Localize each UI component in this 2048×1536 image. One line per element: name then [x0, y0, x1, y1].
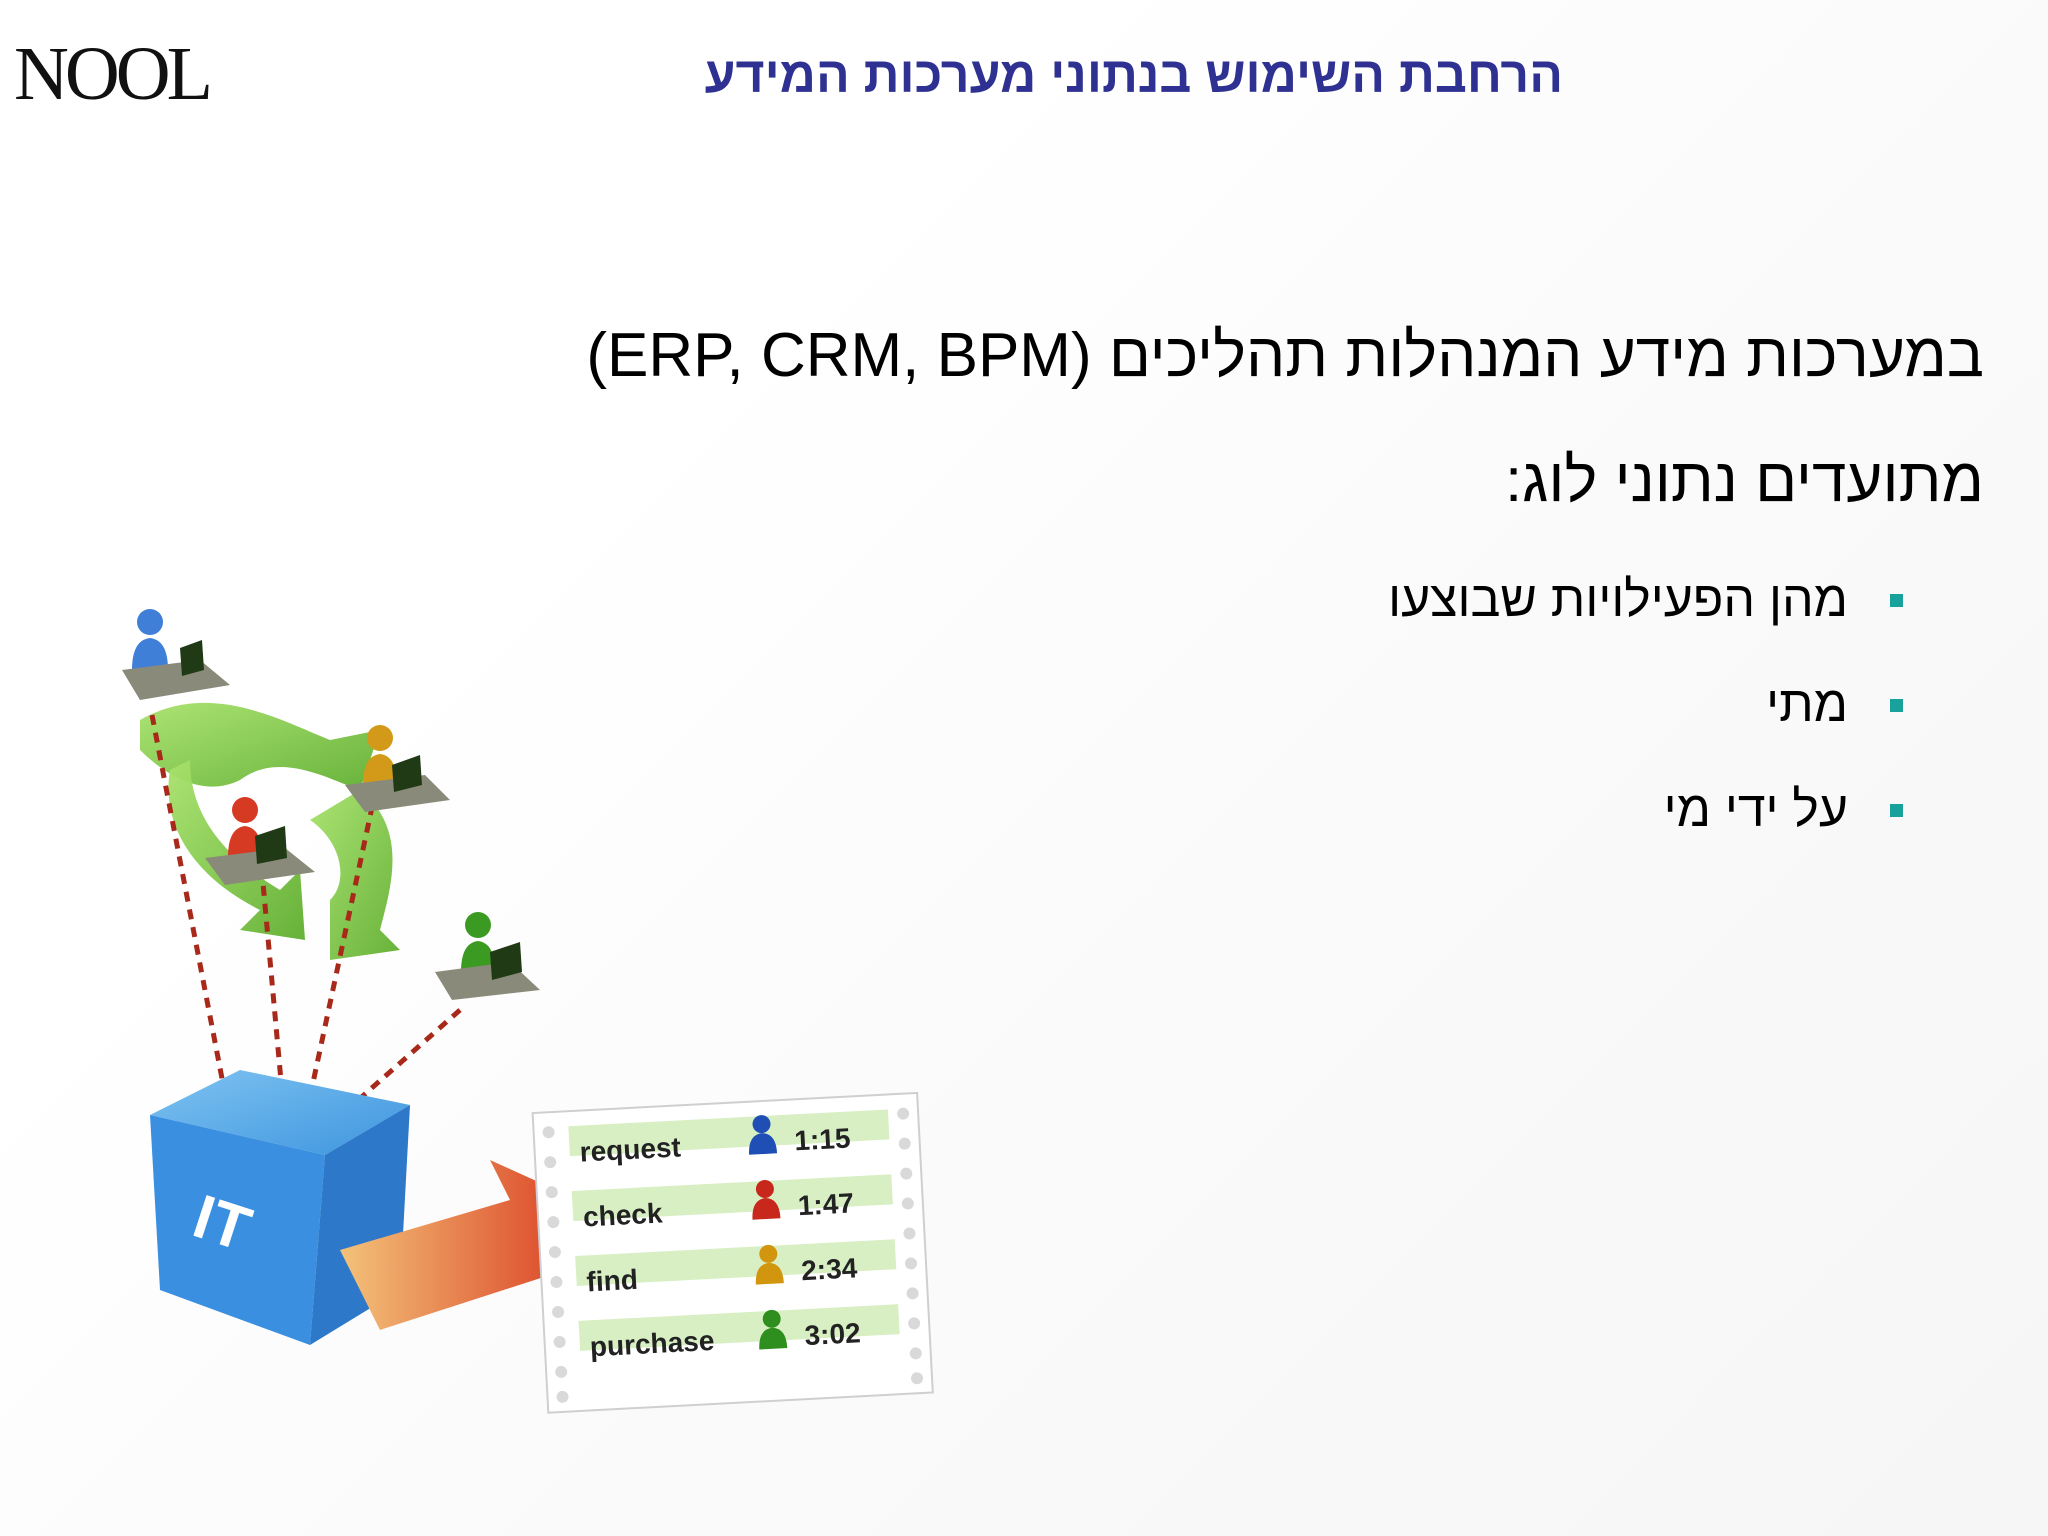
bullet-square-icon [1890, 699, 1903, 712]
bullet-item: מתי [1388, 675, 1903, 780]
body-line-log-data: מתועדים נתוני לוג: [1504, 446, 1984, 515]
user-icon [435, 912, 540, 1000]
body-line-systems: במערכות מידע המנהלות תהליכים (ERP, CRM, … [586, 321, 1984, 390]
bullet-text: מתי [1766, 676, 1848, 732]
log-user-icon [755, 1179, 774, 1198]
output-arrow-icon [340, 1160, 600, 1330]
log-row-band [578, 1304, 900, 1351]
bullet-item: מהן הפעילויות שבוצעו [1388, 570, 1903, 675]
process-flow-arrows [140, 702, 400, 960]
bullet-square-icon [1890, 594, 1903, 607]
bullet-list: מהן הפעילויות שבוצעו מתי על ידי מי [1388, 570, 1903, 885]
log-user-body [749, 1133, 778, 1155]
log-time: 2:34 [800, 1252, 858, 1286]
log-user-icon [752, 1115, 771, 1134]
log-time: 1:47 [797, 1187, 855, 1221]
user-icon [122, 609, 230, 700]
log-activity: purchase [589, 1325, 715, 1362]
bullet-text: על ידי מי [1663, 781, 1848, 837]
log-user-icon [759, 1244, 778, 1263]
log-user-body [759, 1327, 788, 1350]
user-icon [345, 725, 450, 812]
bullet-item: על ידי מי [1388, 780, 1903, 885]
log-row-band [575, 1239, 897, 1286]
log-activity: find [586, 1264, 639, 1298]
log-sheet: request 1:15 check 1:47 find 2:34 purchase 3:02 [531, 1091, 934, 1414]
nool-logo: NOOL [14, 32, 213, 116]
log-user-body [755, 1262, 784, 1285]
log-user-body [752, 1197, 781, 1220]
log-row-band [568, 1109, 890, 1157]
log-user-icon [762, 1309, 781, 1328]
log-time: 3:02 [804, 1317, 862, 1351]
user-icon [205, 797, 315, 885]
log-row-band [571, 1174, 893, 1222]
bullet-square-icon [1890, 804, 1903, 817]
log-activity: request [579, 1131, 682, 1167]
log-activity: check [582, 1197, 663, 1232]
log-time: 1:15 [794, 1122, 852, 1156]
slide-title: הרחבת השימוש בנתוני מערכות המידע [704, 47, 1563, 103]
bullet-text: מהן הפעילויות שבוצעו [1388, 571, 1848, 627]
